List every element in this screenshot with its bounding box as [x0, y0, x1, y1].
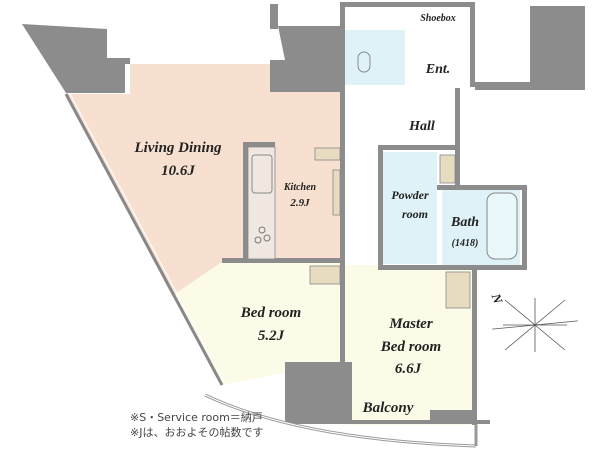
closets [309, 147, 471, 309]
powder-room-area [383, 152, 437, 264]
master-bedroom-label-2: Bed room [380, 339, 441, 355]
kitchen-counter [247, 146, 276, 260]
toilet-area [345, 30, 405, 85]
bath-label: Bath [450, 215, 479, 230]
powder-room-label-2: room [402, 207, 428, 221]
entrance-label: Ent. [425, 62, 451, 77]
kitchen-label: Kitchen [283, 182, 317, 193]
window-glass-line [69, 93, 227, 386]
compass-icon [492, 298, 578, 352]
stove-icon [254, 226, 271, 244]
bedroom-label: Bed room [240, 305, 301, 321]
master-bedroom-size: 6.6J [395, 361, 422, 377]
living-dining-size: 10.6J [161, 163, 195, 179]
walls [22, 2, 585, 425]
toilet-icon [357, 51, 371, 73]
balcony-label: Balcony [362, 400, 414, 416]
bedroom-size: 5.2J [258, 328, 285, 344]
note-jo-units: ※Jは、おおよその帖数です [130, 426, 263, 439]
note-service-room: ※S・Service room＝納戸 [130, 411, 263, 424]
bedroom-area [172, 262, 340, 385]
compass-north-label: N [488, 291, 506, 306]
living-dining-label: Living Dining [133, 140, 222, 156]
balcony-railing-inner [204, 394, 477, 447]
bath-size: (1418) [452, 238, 479, 249]
master-bedroom-label-1: Master [388, 316, 433, 332]
hall-label: Hall [408, 119, 435, 134]
powder-room-label-1: Powder [391, 188, 429, 202]
shoebox-label: Shoebox [420, 13, 456, 24]
window-wall [64, 93, 224, 386]
sink-icon [251, 154, 273, 194]
kitchen-size: 2.9J [289, 197, 310, 209]
bathtub-icon [486, 192, 518, 260]
